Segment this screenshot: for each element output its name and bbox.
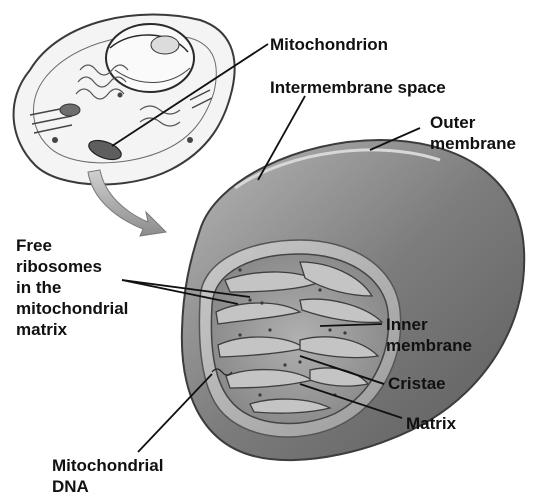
label-outer-membrane: Outer membrane [430,112,516,154]
label-mitochondrion: Mitochondrion [270,34,388,55]
label-mitochondrial-dna: Mitochondrial DNA [52,455,163,497]
nucleus [106,24,194,92]
label-inner-membrane: Inner membrane [386,314,472,356]
small-mitochondrion [60,104,80,116]
label-cristae: Cristae [388,373,446,394]
label-matrix: Matrix [406,413,456,434]
mitochondrion-cutaway [182,140,524,460]
label-intermembrane-space: Intermembrane space [270,77,446,98]
cell-illustration [14,14,235,184]
label-free-ribosomes: Free ribosomes in the mitochondrial matr… [16,235,128,340]
